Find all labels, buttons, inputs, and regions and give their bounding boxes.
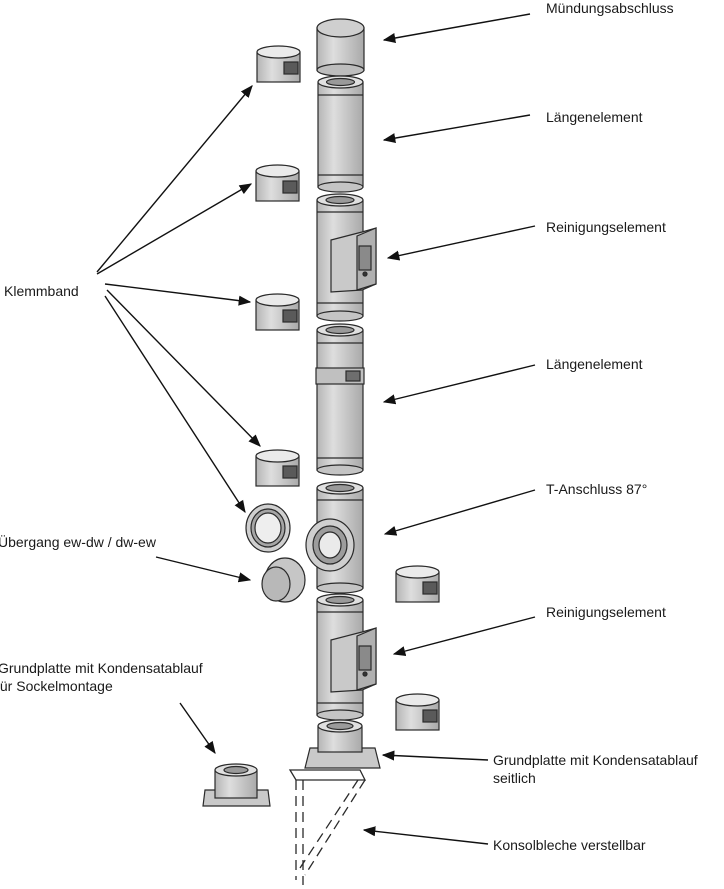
klemmband-3-part [255, 293, 300, 331]
klemmband-2-part [255, 164, 300, 202]
uebergang-dw-ew-part [261, 557, 306, 603]
klemmband-4-part [255, 449, 300, 487]
label-grundplatte-sockel-line1: Grundplatte mit Kondensatablauf [0, 660, 203, 676]
label-uebergang: Übergang ew-dw / dw-ew [0, 534, 156, 550]
label-laengenelement-1: Längenelement [546, 109, 643, 125]
label-muendungsabschluss: Mündungsabschluss [546, 0, 674, 16]
arrow-klemmband-2 [96, 183, 253, 275]
label-grundplatte-sockel-line2: für Sockelmontage [0, 678, 113, 694]
arrow-klemmband-3 [104, 283, 252, 306]
label-grundplatte-seitlich-line1: Grundplatte mit Kondensatablauf [493, 752, 698, 768]
label-reinigungselement-2: Reinigungselement [546, 604, 666, 620]
arrow-klemmband-5 [104, 295, 246, 514]
label-grundplatte-seitlich-line2: seitlich [493, 770, 536, 786]
klemmband-5-part [395, 565, 440, 603]
klemmband-6-part [395, 693, 440, 731]
arrow-reinigungselement-1 [386, 225, 536, 261]
arrow-uebergang [155, 556, 252, 583]
arrow-muendungsabschluss [382, 13, 531, 43]
arrow-klemmband-1 [96, 85, 253, 273]
arrow-laengenelement-1 [382, 114, 531, 144]
klemmband-1-part [256, 45, 301, 83]
label-konsolbleche: Konsolbleche verstellbar [493, 837, 646, 853]
arrow-t-anschluss [383, 489, 536, 536]
arrow-laengenelement-2 [382, 364, 536, 405]
arrow-grundplatte-seitlich [381, 750, 489, 761]
grundplatte-sockel-part [202, 763, 271, 807]
konsolbleche-part [288, 769, 367, 885]
arrow-konsolbleche [362, 826, 489, 845]
muendungsabschluss-part [316, 18, 365, 77]
reinigungselement-2-part [316, 593, 377, 721]
label-t-anschluss: T-Anschluss 87° [546, 481, 648, 497]
arrow-reinigungselement-2 [392, 616, 536, 656]
uebergang-ew-dw-part [245, 503, 291, 553]
grundplatte-seitlich-part [304, 719, 381, 769]
label-klemmband: Klemmband [4, 283, 79, 299]
label-laengenelement-2: Längenelement [546, 356, 643, 372]
arrow-grundplatte-sockel [179, 702, 216, 755]
label-reinigungselement-1: Reinigungselement [546, 219, 666, 235]
arrows [96, 13, 536, 845]
laengenelement-2-part [315, 323, 365, 476]
arrow-klemmband-4 [106, 289, 261, 447]
t-anschluss-part [305, 481, 364, 594]
reinigungselement-1-part [316, 193, 377, 322]
laengenelement-1-part [317, 75, 364, 193]
